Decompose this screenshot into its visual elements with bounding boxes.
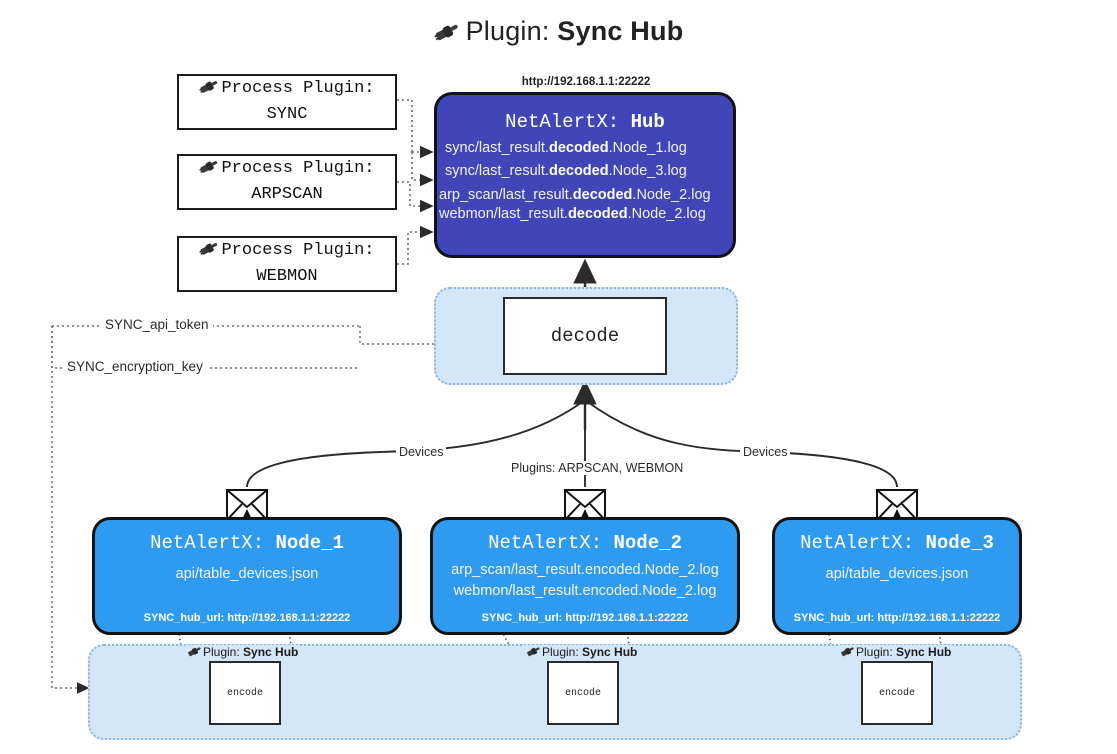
hub-log-pre: sync/last_result.: [445, 163, 549, 179]
node-heading-prefix: NetAlertX:: [800, 532, 926, 554]
hub-log-pre: arp_scan/last_result.: [439, 187, 573, 203]
hub-log-pre: sync/last_result.: [445, 140, 549, 156]
hub-log-pre: webmon/last_result.: [439, 206, 568, 222]
encoder-plugin-label: Plugin: Sync Hub: [185, 645, 301, 661]
hub-heading-name: Hub: [630, 111, 665, 133]
node-heading: NetAlertX: Node_3: [775, 532, 1019, 554]
plug-icon: [199, 160, 219, 181]
node-row: webmon/last_result.encoded.Node_2.log: [453, 583, 717, 599]
node-hub-url: SYNC_hub_url: http://192.168.1.1:22222: [143, 612, 351, 624]
node-heading-name: Node_2: [613, 532, 682, 554]
plug-icon: [187, 647, 202, 661]
encoder-plugin-label: Plugin: Sync Hub: [524, 645, 640, 661]
config-label-api-token: SYNC_api_token: [101, 317, 213, 332]
encoder-plugin-prefix: Plugin:: [203, 645, 244, 659]
encoder-plugin-name: Sync Hub: [896, 645, 952, 659]
hub-log-row: sync/last_result.decoded.Node_1.log: [445, 140, 733, 156]
plug-icon: [433, 19, 460, 50]
hub-log-row: sync/last_result.decoded.Node_3.log: [445, 163, 733, 179]
hub-log-bold: decoded: [548, 140, 609, 156]
process-plugin-name: ARPSCAN: [251, 184, 323, 204]
edge-label-right-devices: Devices: [740, 445, 791, 459]
process-plugin-arpscan[interactable]: Process Plugin: ARPSCAN: [177, 154, 397, 210]
node-heading-prefix: NetAlertX:: [150, 532, 276, 554]
encoder-plugin-label: Plugin: Sync Hub: [838, 645, 954, 661]
encoder-plugin-prefix: Plugin:: [542, 645, 583, 659]
config-label-encryption-key: SYNC_encryption_key: [63, 359, 207, 374]
node-box-node-2[interactable]: NetAlertX: Node_2 arp_scan/last_result.e…: [430, 517, 740, 635]
encoder-plugin-name: Sync Hub: [243, 645, 299, 659]
process-plugin-webmon[interactable]: Process Plugin: WEBMON: [177, 236, 397, 292]
plug-icon: [840, 647, 855, 661]
page-title-prefix: Plugin:: [465, 16, 558, 46]
edge-label-left-devices: Devices: [396, 445, 447, 459]
edge-label-center-plugins: Plugins: ARPSCAN, WEBMON: [508, 461, 687, 475]
hub-heading-prefix: NetAlertX:: [505, 111, 631, 133]
encode-box-node-1[interactable]: encode: [209, 661, 281, 725]
hub-log-bold: decoded: [567, 206, 628, 222]
process-plugin-name: WEBMON: [256, 266, 318, 286]
plug-icon: [199, 242, 219, 263]
hub-log-row: webmon/last_result.decoded.Node_2.log: [439, 206, 733, 222]
node-row: api/table_devices.json: [175, 566, 319, 582]
hub-log-bold: decoded: [548, 163, 609, 179]
node-heading-name: Node_1: [275, 532, 344, 554]
decode-box[interactable]: decode: [503, 297, 667, 375]
node-hub-url: SYNC_hub_url: http://192.168.1.1:22222: [793, 612, 1001, 624]
node-heading-prefix: NetAlertX:: [488, 532, 614, 554]
hub-log-bold: decoded: [572, 187, 633, 203]
hub-log-row: arp_scan/last_result.decoded.Node_2.log: [439, 187, 733, 203]
node-heading: NetAlertX: Node_1: [95, 532, 399, 554]
process-plugin-name: SYNC: [266, 104, 308, 124]
plug-icon: [199, 80, 219, 101]
process-plugin-sync[interactable]: Process Plugin: SYNC: [177, 74, 397, 130]
node-heading: NetAlertX: Node_2: [433, 532, 737, 554]
node-row: api/table_devices.json: [825, 566, 969, 582]
plug-icon: [526, 647, 541, 661]
process-plugin-title: Process Plugin:: [221, 240, 375, 260]
encoder-plugin-prefix: Plugin:: [856, 645, 897, 659]
process-plugin-title: Process Plugin:: [221, 158, 375, 178]
hub-node[interactable]: NetAlertX: Hub sync/last_result.decoded.…: [434, 92, 736, 258]
node-box-node-3[interactable]: NetAlertX: Node_3 api/table_devices.json…: [772, 517, 1022, 635]
encoder-plugin-name: Sync Hub: [582, 645, 638, 659]
hub-url-label: http://192.168.1.1:22222: [521, 76, 651, 88]
hub-log-post: .Node_2.log: [632, 187, 711, 203]
hub-log-post: .Node_1.log: [608, 140, 687, 156]
hub-log-post: .Node_3.log: [608, 163, 687, 179]
node-box-node-1[interactable]: NetAlertX: Node_1 api/table_devices.json…: [92, 517, 402, 635]
hub-heading: NetAlertX: Hub: [437, 111, 733, 133]
process-plugin-title: Process Plugin:: [221, 78, 375, 98]
page-title: Plugin: Sync Hub: [0, 16, 1117, 50]
page-title-main: Sync Hub: [557, 16, 684, 46]
node-hub-url: SYNC_hub_url: http://192.168.1.1:22222: [481, 612, 689, 624]
encode-box-node-3[interactable]: encode: [861, 661, 933, 725]
hub-log-post: .Node_2.log: [627, 206, 706, 222]
node-row: arp_scan/last_result.encoded.Node_2.log: [451, 562, 719, 578]
encode-box-node-2[interactable]: encode: [547, 661, 619, 725]
node-heading-name: Node_3: [925, 532, 994, 554]
